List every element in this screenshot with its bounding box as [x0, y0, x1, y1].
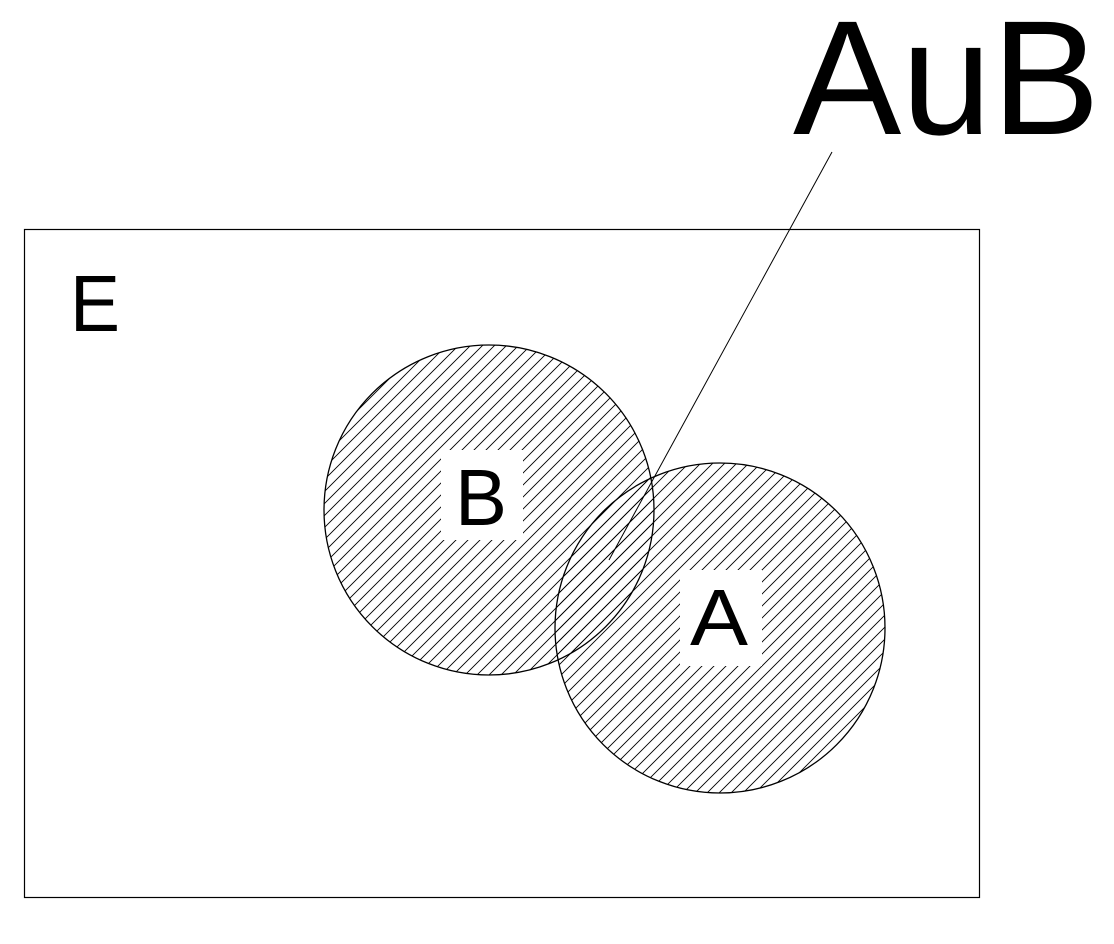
set-a-label-background — [680, 570, 762, 666]
universe-label: E — [70, 259, 120, 348]
set-b-label-background — [441, 450, 523, 540]
set-b-label: B — [455, 453, 507, 542]
set-a-label: A — [690, 573, 749, 662]
union-title: AuB — [793, 0, 1100, 169]
set-b-outline — [323, 344, 655, 676]
set-a-outline — [554, 462, 886, 794]
union-leader-line — [608, 151, 833, 561]
universe-rectangle — [23, 228, 981, 899]
